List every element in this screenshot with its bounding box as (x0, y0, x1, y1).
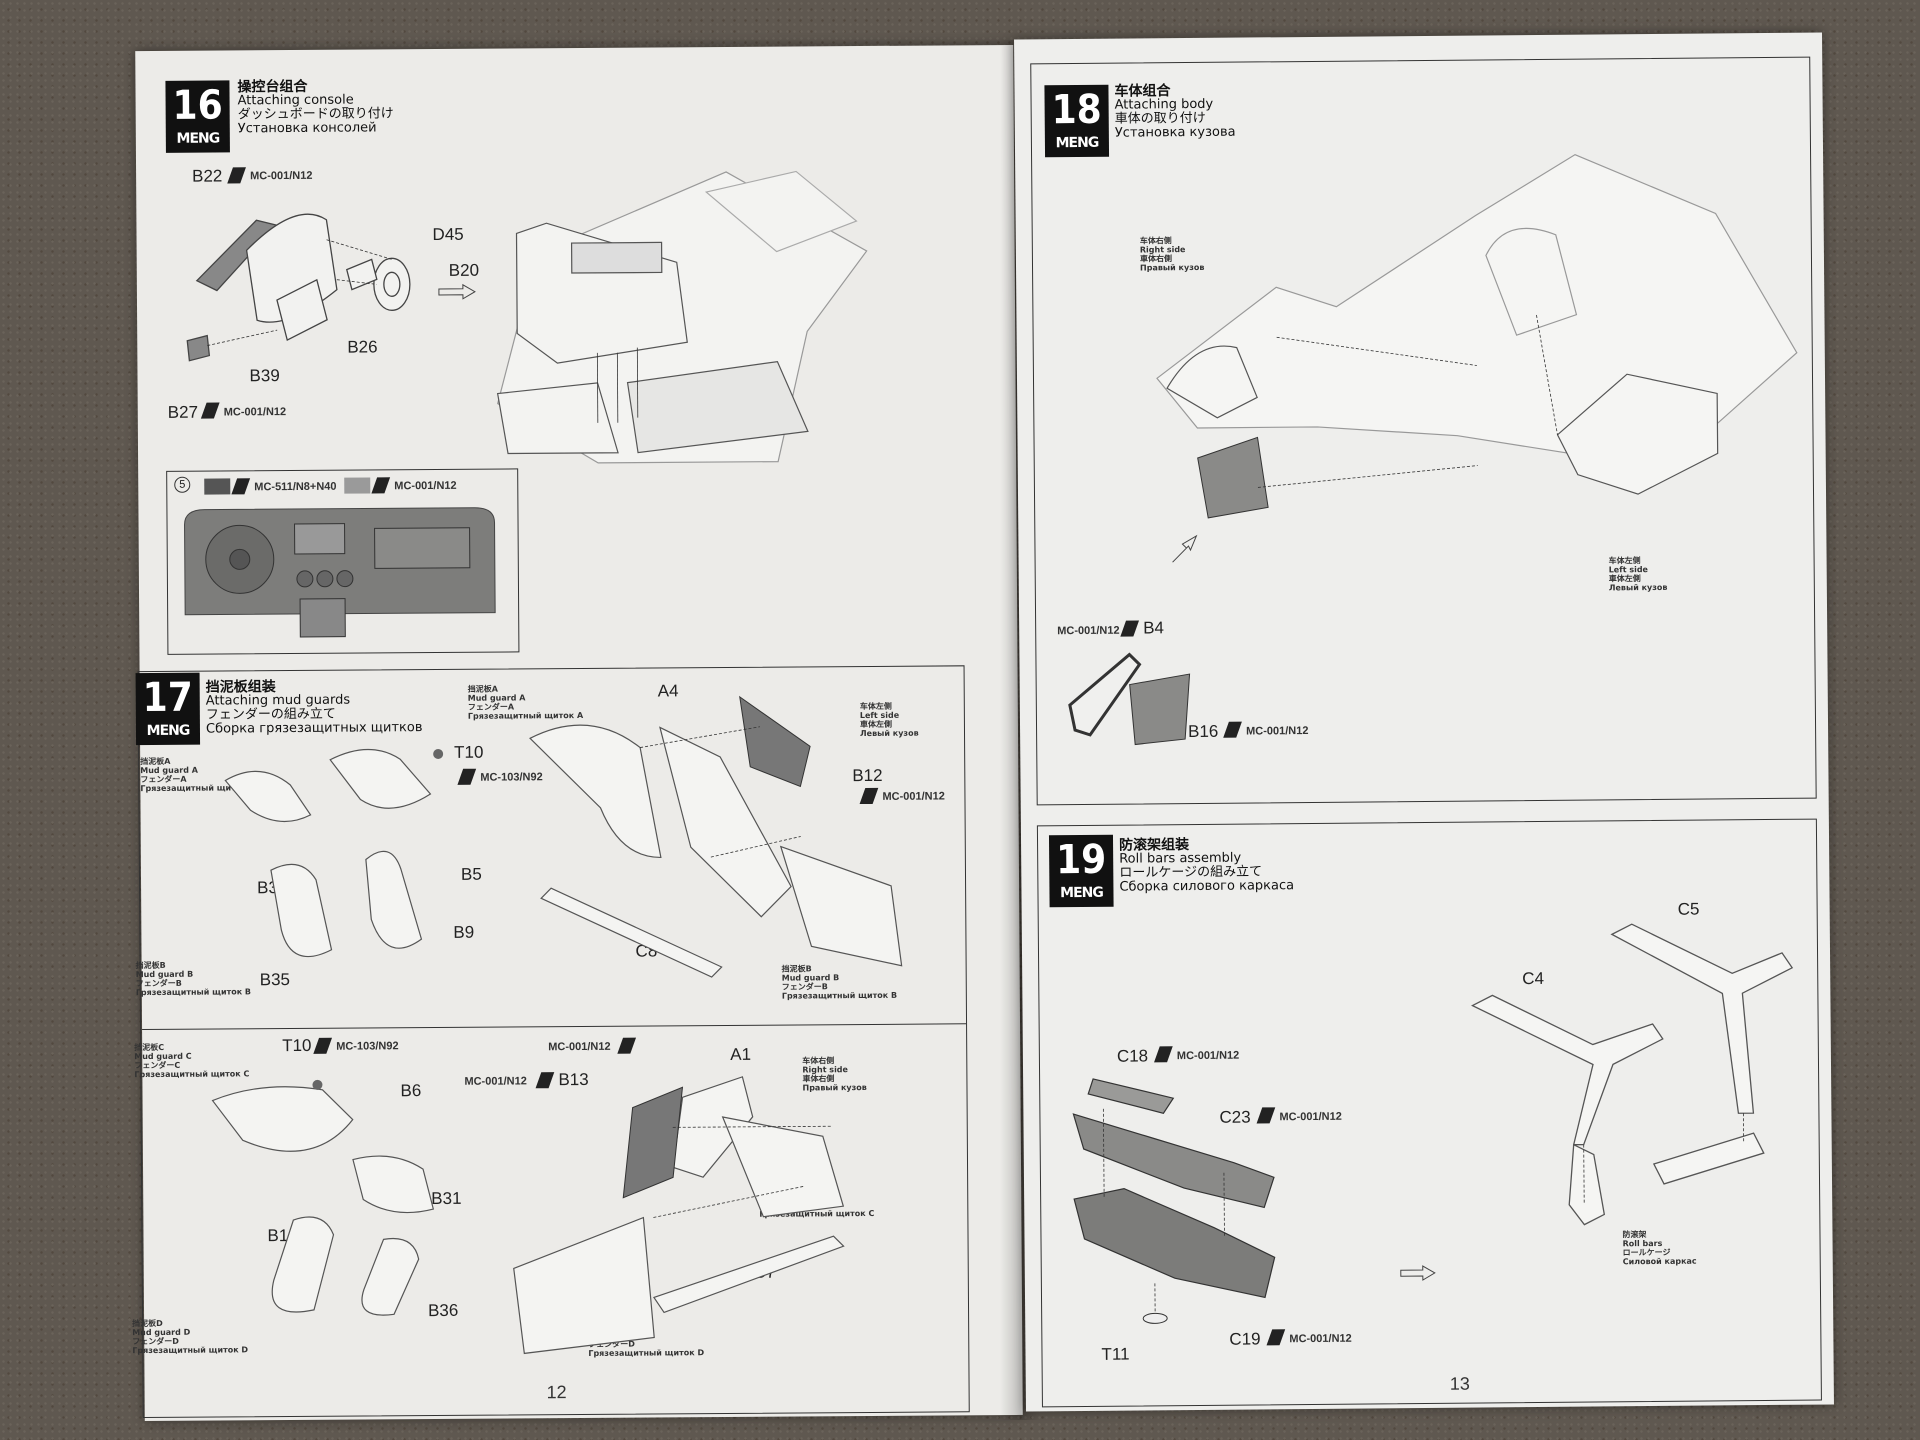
step-16-titles: 操控台组合 Attaching console ダッシュボードの取り付け Уст… (237, 79, 393, 136)
paint-code-t10b: MC-103/N92 (336, 1040, 399, 1053)
step-16-badge: 16 MENG (165, 80, 230, 153)
part-d45: D45 (432, 224, 464, 245)
paint-code-b4: MC-001/N12 (1057, 624, 1120, 638)
part-b27: B27 (167, 402, 199, 422)
paint-code-c19: MC-001/N12 (1289, 1332, 1352, 1346)
title-ru: Установка консолей (237, 120, 377, 137)
paint-code-b16: MC-001/N12 (1246, 725, 1309, 738)
step-17-badge: 17 MENG (135, 672, 201, 746)
mud-guard-a-b-drawing (224, 748, 444, 958)
left-side-note: 车体左侧 Left side 車体左側 Левый кузов (1608, 556, 1668, 593)
step-number: 16 (172, 82, 223, 129)
step-18-titles: 车体组合 Attaching body 車体の取り付け Установка ку… (1114, 83, 1235, 140)
step-number: 18 (1051, 86, 1102, 134)
inset-marker: 5 (174, 476, 191, 493)
meng-logo: MENG (1055, 134, 1099, 152)
meng-logo: MENG (1060, 884, 1103, 902)
part-c19: C19 (1229, 1329, 1261, 1349)
meng-logo: MENG (146, 722, 190, 740)
part-b20: B20 (448, 260, 480, 280)
step-number: 19 (1055, 836, 1107, 884)
right-page: 18 MENG 车体组合 Attaching body 車体の取り付け Уста… (1014, 32, 1834, 1412)
dashboard-drawing (184, 507, 496, 638)
step-18-badge: 18 MENG (1044, 84, 1110, 158)
step-19-titles: 防滚架组装 Roll bars assembly ロールケージの組み立て Сбо… (1119, 837, 1294, 895)
note-ru: Силовой каркас (1622, 1256, 1697, 1267)
arrow-icon (1400, 1265, 1436, 1281)
left-page: 16 MENG 操控台组合 Attaching console ダッシュボードの… (132, 44, 1023, 1422)
step-17-titles: 挡泥板组装 Attaching mud guards フェンダーの組み立て Сб… (205, 679, 423, 737)
paint-code-c18: MC-001/N12 (1176, 1049, 1240, 1063)
arrow-icon (438, 283, 476, 300)
part-c18: C18 (1116, 1046, 1149, 1066)
mud-guard-c-d-drawing (211, 1079, 435, 1316)
chassis-drawing (496, 170, 868, 464)
paint-code-dark: MC-511/N8+N40 (254, 480, 337, 494)
left-side-body-drawing (529, 695, 903, 978)
light-paint-swatch (344, 477, 371, 494)
roll-bars-drawing (1471, 923, 1794, 1226)
console-parts-drawing (186, 213, 411, 362)
note-cn: 车体右侧 (802, 1056, 835, 1066)
note-ru: Грязезащитный щиток D (132, 1345, 249, 1356)
note-ru: Грязезащитный щиток B (781, 990, 898, 1001)
step-19-badge: 19 MENG (1048, 834, 1114, 908)
paint-code: MC-001/N12 (223, 406, 287, 419)
body-assembly-drawing (1156, 153, 1798, 519)
floor-pan-drawing (1072, 1078, 1276, 1324)
dark-paint-swatch (204, 478, 231, 495)
right-side-body-drawing (513, 1076, 845, 1355)
title-ru: Сборка силового каркаса (1119, 878, 1295, 895)
mud-guard-d-note: 挡泥板D Mud guard D フェンダーD Грязезащитный щи… (132, 1318, 248, 1355)
meng-logo: MENG (176, 130, 220, 147)
page-number: 12 (546, 1382, 567, 1403)
part-t11: T11 (1101, 1344, 1130, 1364)
arrow-icon (1172, 534, 1198, 563)
part-a1: A1 (730, 1044, 752, 1064)
step-number: 17 (142, 674, 193, 722)
part-b4: B4 (1143, 618, 1165, 638)
note-ru: Левый кузов (1608, 582, 1668, 593)
paint-swatch-icon (200, 402, 220, 419)
part-t10b: T10 (282, 1035, 312, 1056)
title-ru: Сборка грязезащитных щитков (205, 720, 423, 737)
page-number: 13 (1449, 1373, 1470, 1394)
b4-b16-drawing (1068, 652, 1191, 746)
paint-code-light: MC-001/N12 (394, 479, 457, 493)
paint-code-top: MC-001/N12 (548, 1040, 611, 1054)
